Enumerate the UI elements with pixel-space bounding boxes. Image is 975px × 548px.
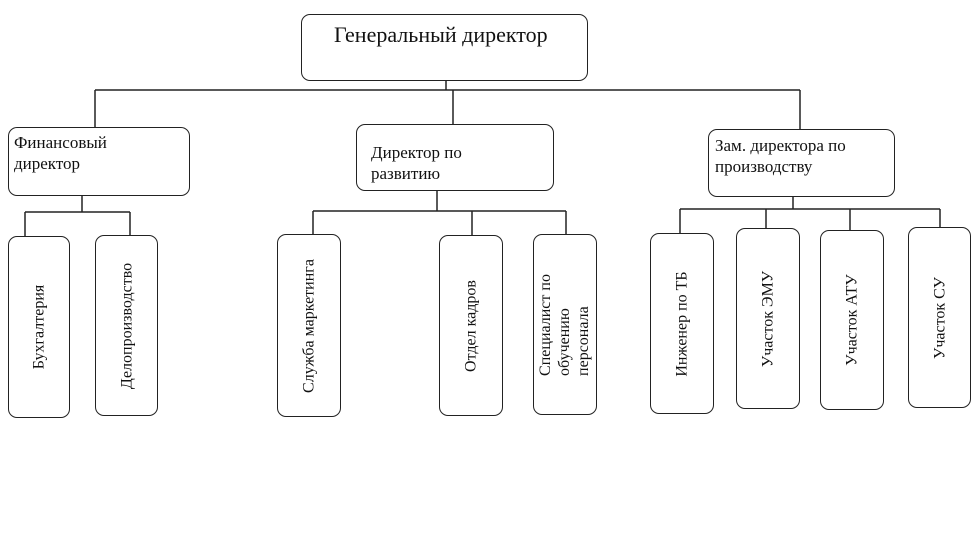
- unit-atu-label: Участок АТУ: [843, 274, 861, 366]
- financial-director-label-line-2: директор: [14, 154, 81, 174]
- development-director-label-line-2: развитию: [371, 164, 441, 184]
- general-director-box: Генеральный директор: [301, 14, 588, 81]
- unit-hr-label: Отдел кадров: [462, 279, 480, 372]
- unit-su-box: Участок СУ: [908, 227, 971, 408]
- unit-training-box: Специалист по обучению персонала: [533, 234, 597, 415]
- general-director-label: Генеральный директор: [334, 22, 548, 47]
- unit-training-label-line-3: персонала: [575, 305, 593, 376]
- financial-director-box: Финансовый директор: [8, 127, 190, 196]
- unit-training-label-line-2: обучению: [556, 307, 574, 376]
- unit-training-label-line-1: Специалист по: [537, 273, 555, 376]
- financial-director-label-line-1: Финансовый: [14, 133, 107, 152]
- unit-accounting-label: Бухгалтерия: [30, 284, 48, 370]
- unit-accounting-box: Бухгалтерия: [8, 236, 70, 418]
- deputy-production-label-line-2: производству: [715, 157, 813, 177]
- unit-su-label: Участок СУ: [930, 276, 948, 359]
- unit-hr-box: Отдел кадров: [439, 235, 503, 416]
- unit-safety-engineer-label: Инженер по ТБ: [673, 270, 691, 377]
- unit-emu-box: Участок ЭМУ: [736, 228, 800, 409]
- unit-records-label: Делопроизводство: [117, 262, 135, 389]
- unit-emu-label: Участок ЭМУ: [759, 270, 777, 367]
- unit-marketing-label: Служба маркетинга: [300, 258, 318, 393]
- unit-atu-box: Участок АТУ: [820, 230, 884, 410]
- deputy-production-label-line-1: Зам. директора по: [715, 136, 846, 155]
- deputy-production-box: Зам. директора по производству: [708, 129, 895, 197]
- unit-safety-engineer-box: Инженер по ТБ: [650, 233, 714, 414]
- development-director-label-line-1: Директор по: [371, 143, 462, 162]
- development-director-box: Директор по развитию: [356, 124, 554, 191]
- unit-marketing-box: Служба маркетинга: [277, 234, 341, 417]
- unit-records-box: Делопроизводство: [95, 235, 158, 416]
